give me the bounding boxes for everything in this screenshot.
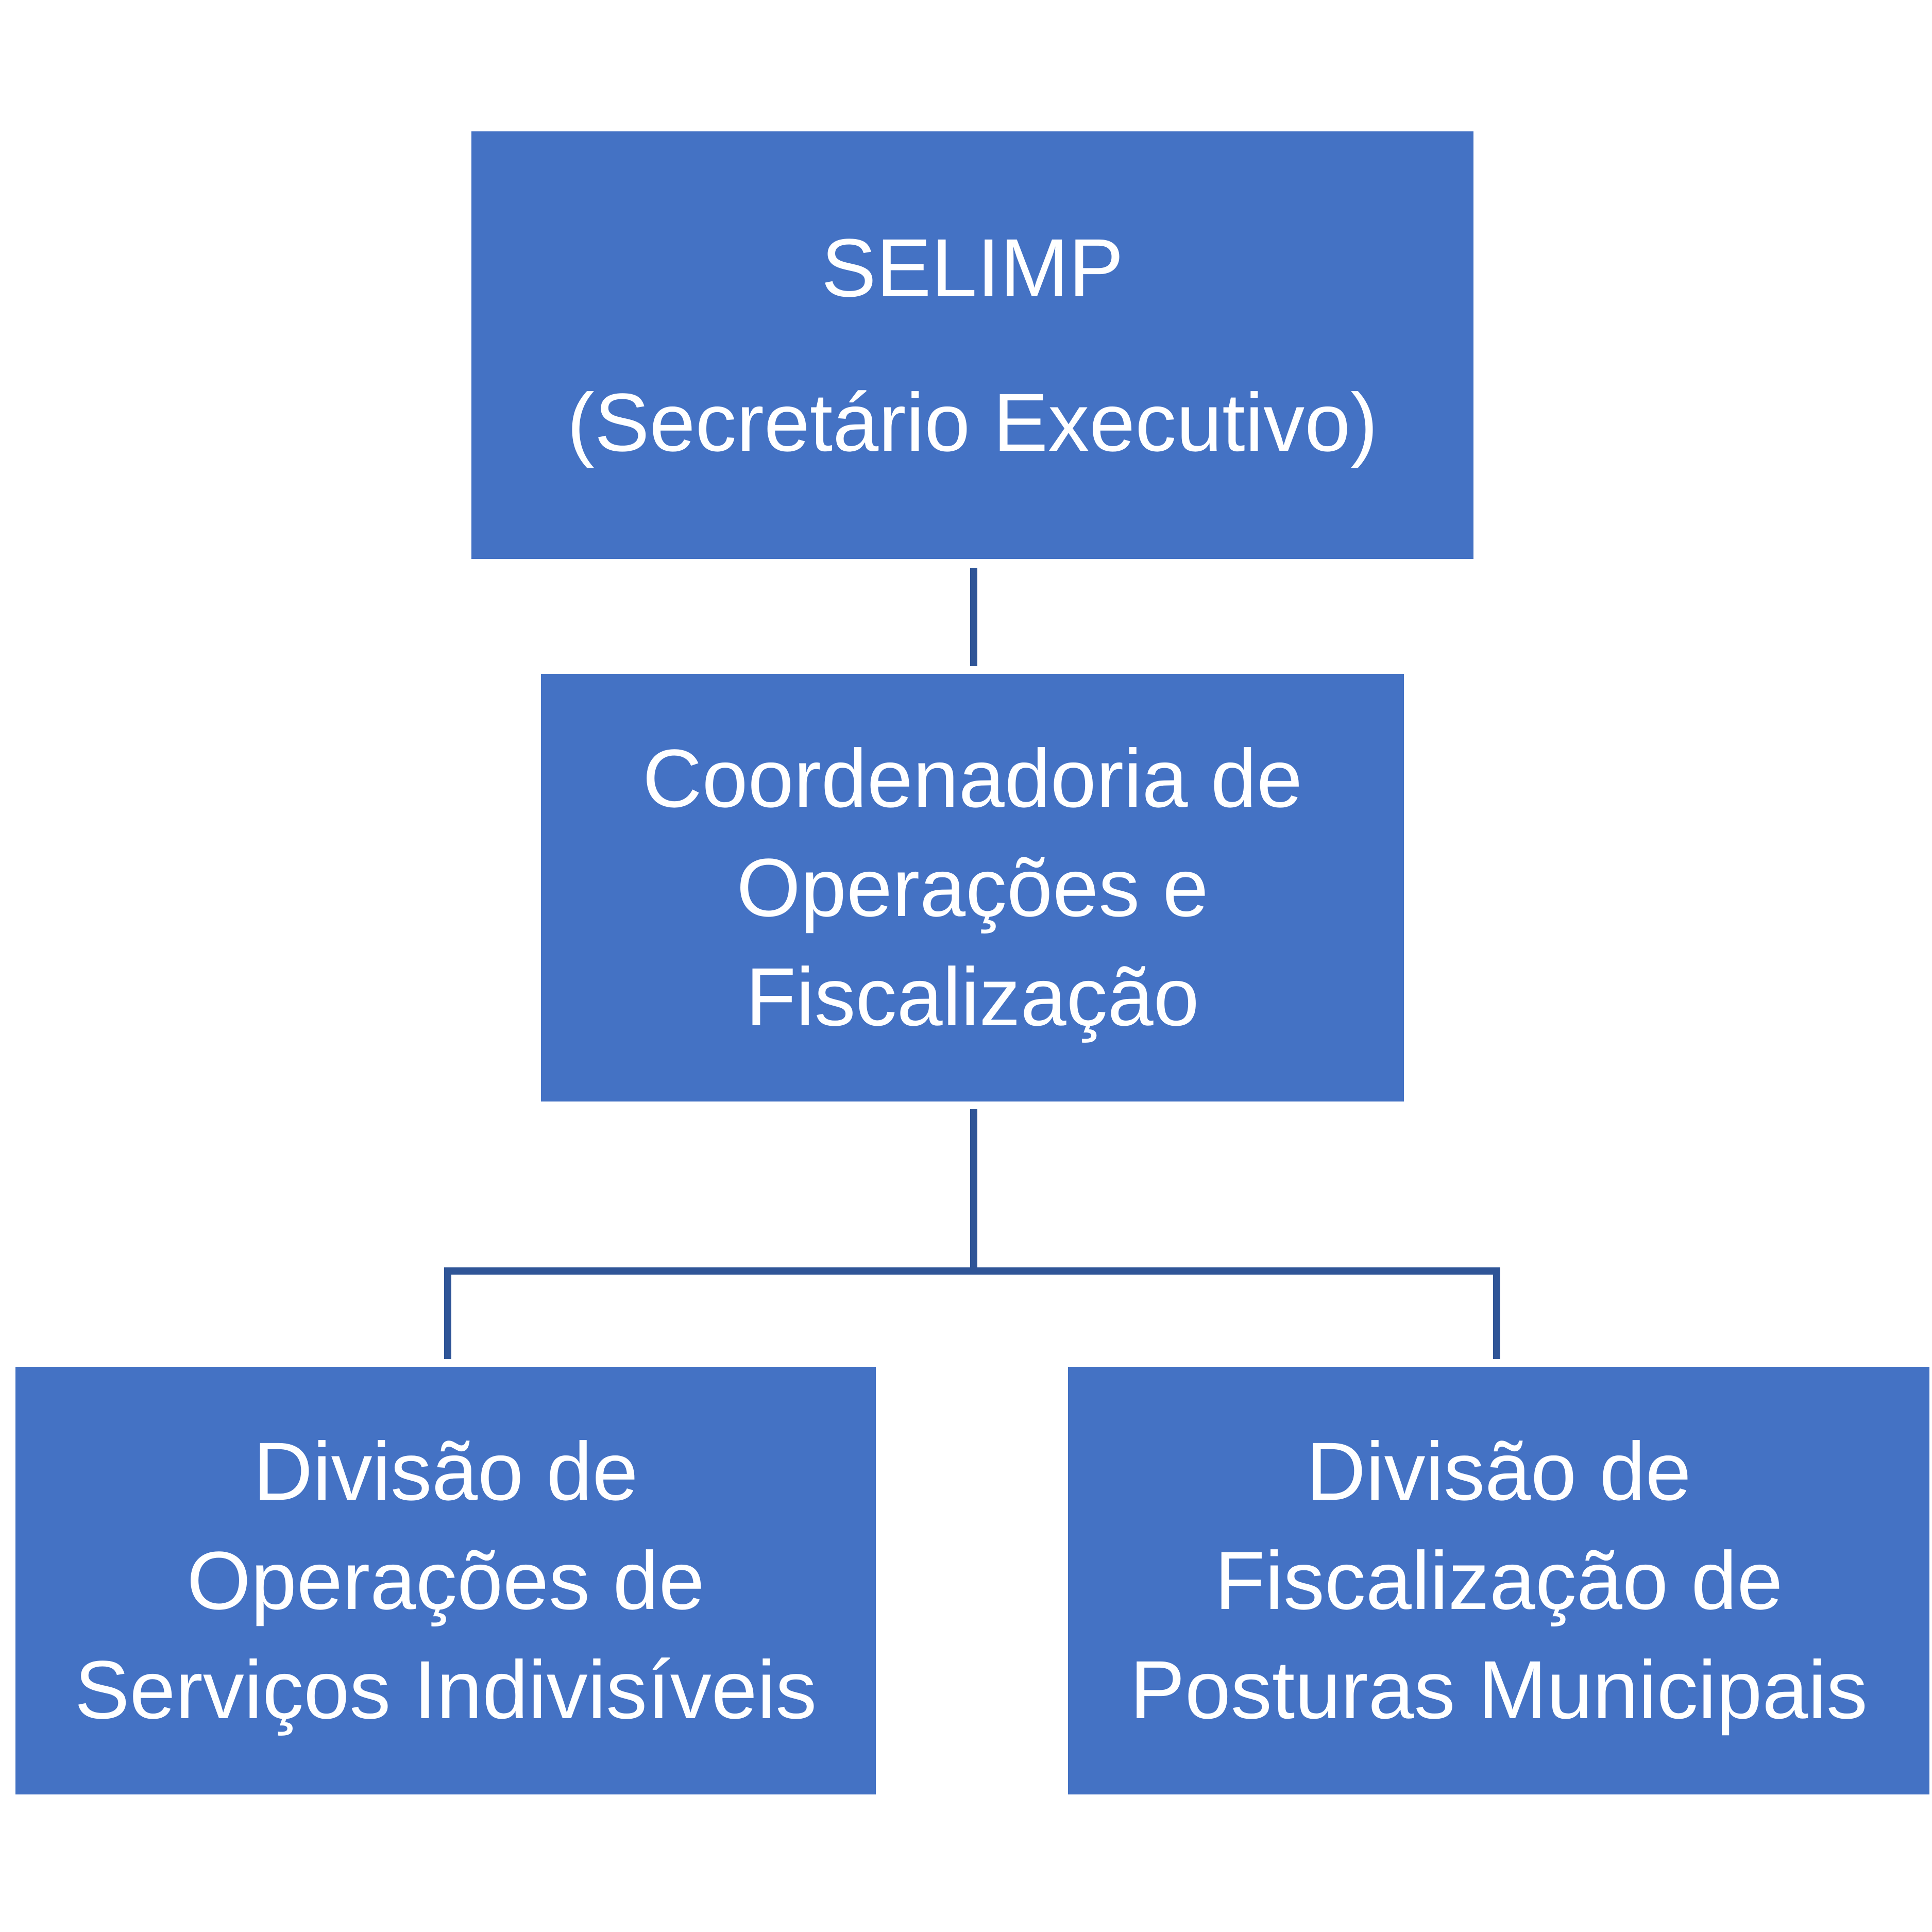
node-division-operations-line-3: Serviços Indivisíveis [74, 1643, 817, 1736]
node-selimp-subtitle: (Secretário Executivo) [567, 376, 1378, 468]
node-coordination-line-2: Operações e [736, 841, 1209, 934]
node-division-inspection-line-2: Fiscalização de [1214, 1534, 1783, 1626]
node-selimp: SELIMP (Secretário Executivo) [471, 131, 1473, 559]
node-selimp-title: SELIMP [821, 222, 1124, 314]
node-division-operations-line-2: Operações de [187, 1534, 705, 1626]
node-division-operations-line-1: Divisão de [253, 1425, 638, 1517]
node-division-inspection-line-3: Posturas Municipais [1130, 1643, 1868, 1736]
node-coordination-line-3: Fiscalização [745, 951, 1199, 1043]
node-division-inspection-line-1: Divisão de [1306, 1425, 1691, 1517]
node-division-operations: Divisão de Operações de Serviços Indivis… [15, 1367, 876, 1794]
node-coordination: Coordenadoria de Operações e Fiscalizaçã… [541, 674, 1404, 1101]
node-division-inspection: Divisão de Fiscalização de Posturas Muni… [1068, 1367, 1929, 1794]
node-coordination-line-1: Coordenadoria de [642, 732, 1302, 824]
